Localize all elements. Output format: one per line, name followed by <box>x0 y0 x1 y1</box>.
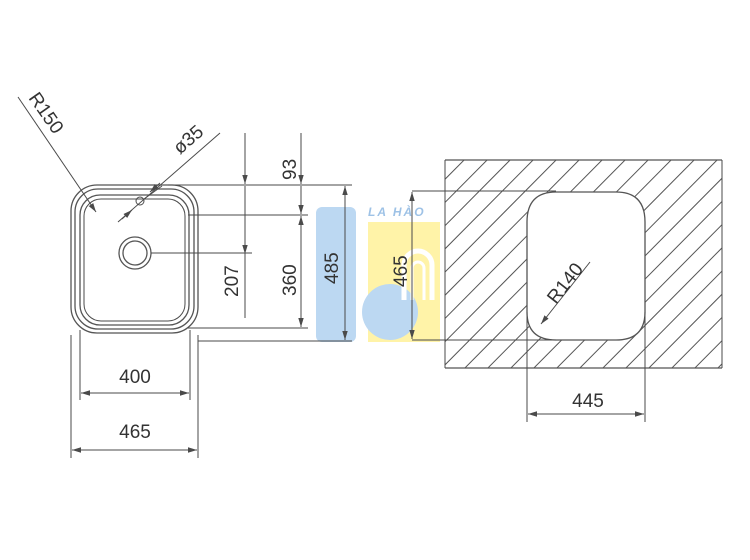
r140-leader-line <box>540 261 591 325</box>
r150-label: R150 <box>24 89 67 138</box>
countertop-hatching <box>445 148 750 380</box>
sink-outer-rim <box>70 184 199 334</box>
hatch-line <box>544 160 722 368</box>
o35-arrow-b <box>121 209 133 220</box>
hatch-line <box>636 160 722 368</box>
hatch-line <box>445 160 592 368</box>
overflow-hole <box>135 196 145 206</box>
o35-label: ø35 <box>170 121 208 158</box>
watermark-logo: LA HÀO <box>316 204 440 342</box>
hatch-line <box>445 160 615 368</box>
hatch-line <box>445 160 477 368</box>
watermark-text: LA HÀO <box>368 204 426 219</box>
hatch-line <box>445 160 500 368</box>
hatch-line <box>729 148 750 380</box>
drain-outer-ring <box>118 236 152 270</box>
hatch-line <box>705 160 722 368</box>
cutout-width-label: 445 <box>572 391 604 412</box>
hatch-line <box>567 160 722 368</box>
r150-leader-line <box>17 96 97 213</box>
r140-label: R140 <box>543 259 588 308</box>
o35-arrow-a <box>149 182 161 193</box>
sink-top-view: R150 ø35 400 465 207 93 360 48 <box>17 89 352 458</box>
hatch-line <box>659 160 722 368</box>
width465-label: 465 <box>119 422 151 443</box>
dim93-label: 93 <box>280 159 301 180</box>
cutout-view: 465 R140 445 <box>391 148 750 422</box>
cutout-opening <box>526 191 646 341</box>
dim485-label: 485 <box>322 252 343 284</box>
hatch-line <box>445 160 546 368</box>
width400-label: 400 <box>119 367 151 388</box>
dim360-label: 360 <box>280 264 301 296</box>
hatch-line <box>613 160 722 368</box>
sink-outer-rim-inner <box>74 188 195 330</box>
watermark-arch <box>401 248 435 300</box>
drain-inner-ring <box>122 240 148 266</box>
sink-bowl-inner <box>83 198 186 322</box>
hatch-line <box>445 160 569 368</box>
dim207-label: 207 <box>222 265 243 297</box>
cutout-height-label: 465 <box>391 255 412 287</box>
sink-bowl <box>79 194 190 326</box>
hatch-line <box>682 160 722 368</box>
o35-leader-line <box>117 132 221 223</box>
hatch-line <box>590 160 722 368</box>
watermark-blue-circle <box>362 284 418 340</box>
hatch-line <box>445 160 523 368</box>
